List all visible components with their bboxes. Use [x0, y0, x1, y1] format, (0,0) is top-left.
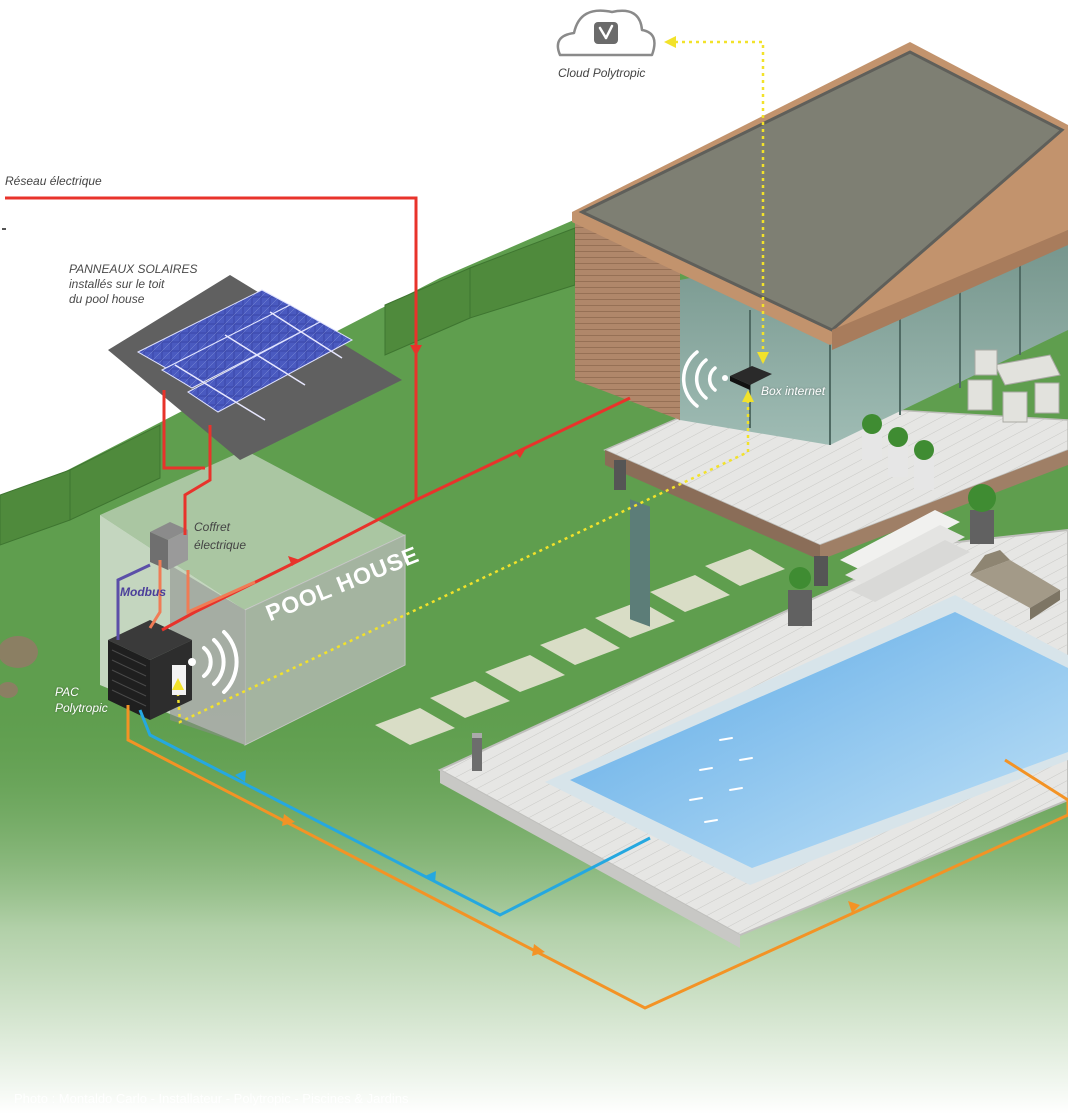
- cloud-icon: [556, 9, 656, 57]
- photo-credit: Photo : Montaldo Carlo - Installateur - …: [14, 1091, 409, 1106]
- stepping-stones: [375, 549, 785, 745]
- hot-water-arrows: [282, 814, 860, 956]
- modbus-label: Modbus: [120, 585, 166, 599]
- cold-water-arrows: [235, 770, 436, 883]
- terrace-steps: [840, 510, 970, 602]
- rocks: [0, 636, 38, 698]
- power-arrows: [288, 345, 526, 566]
- house-terrace-edge: [605, 450, 820, 560]
- pool-water: [570, 612, 1068, 868]
- lounger: [970, 550, 1060, 620]
- coffret-label-line2: électrique: [194, 538, 247, 552]
- power-lines: [5, 196, 631, 632]
- secondary-power-line: [148, 560, 162, 629]
- grid-label: Réseau électrique: [5, 174, 102, 188]
- hot-water-pipe: [126, 705, 1068, 1010]
- solar-panel-icon: [108, 275, 402, 460]
- terrace-furniture: [967, 349, 1061, 423]
- router-icon: [730, 366, 772, 390]
- electric-cabinet: [150, 522, 188, 570]
- pac-label-line2: Polytropic: [55, 701, 108, 715]
- terrace-legs: [614, 460, 828, 586]
- planters: [788, 414, 996, 626]
- house-roof: [578, 50, 1065, 332]
- wifi-icon: [188, 630, 239, 694]
- house-window-slit: [630, 499, 650, 627]
- pac-label-line1: PAC: [55, 685, 79, 699]
- modbus-link: [116, 563, 151, 640]
- data-arrows: [172, 36, 769, 690]
- cloud-label: Cloud Polytropic: [558, 66, 646, 80]
- data-links: [176, 40, 765, 724]
- house-terrace-edge-right: [820, 450, 1068, 560]
- wifi-icon: [681, 350, 728, 408]
- secondary-power-line: [186, 570, 256, 615]
- coffret-label-line1: Coffret: [194, 520, 231, 534]
- cold-water-pipe: [138, 709, 651, 917]
- water-ripples: [689, 737, 753, 823]
- solar-label-line3: du pool house: [69, 292, 145, 306]
- pool-deck-edge: [440, 770, 740, 948]
- house-wood-side: [575, 220, 680, 420]
- house-roof-front-trim: [832, 230, 1068, 350]
- box-internet-label: Box internet: [761, 384, 826, 398]
- edge-mark: [2, 228, 6, 230]
- solar-label-line1: PANNEAUX SOLAIRES: [69, 262, 198, 276]
- solar-label-line2: installés sur le toit: [69, 277, 165, 291]
- heat-pump-icon: [108, 620, 192, 720]
